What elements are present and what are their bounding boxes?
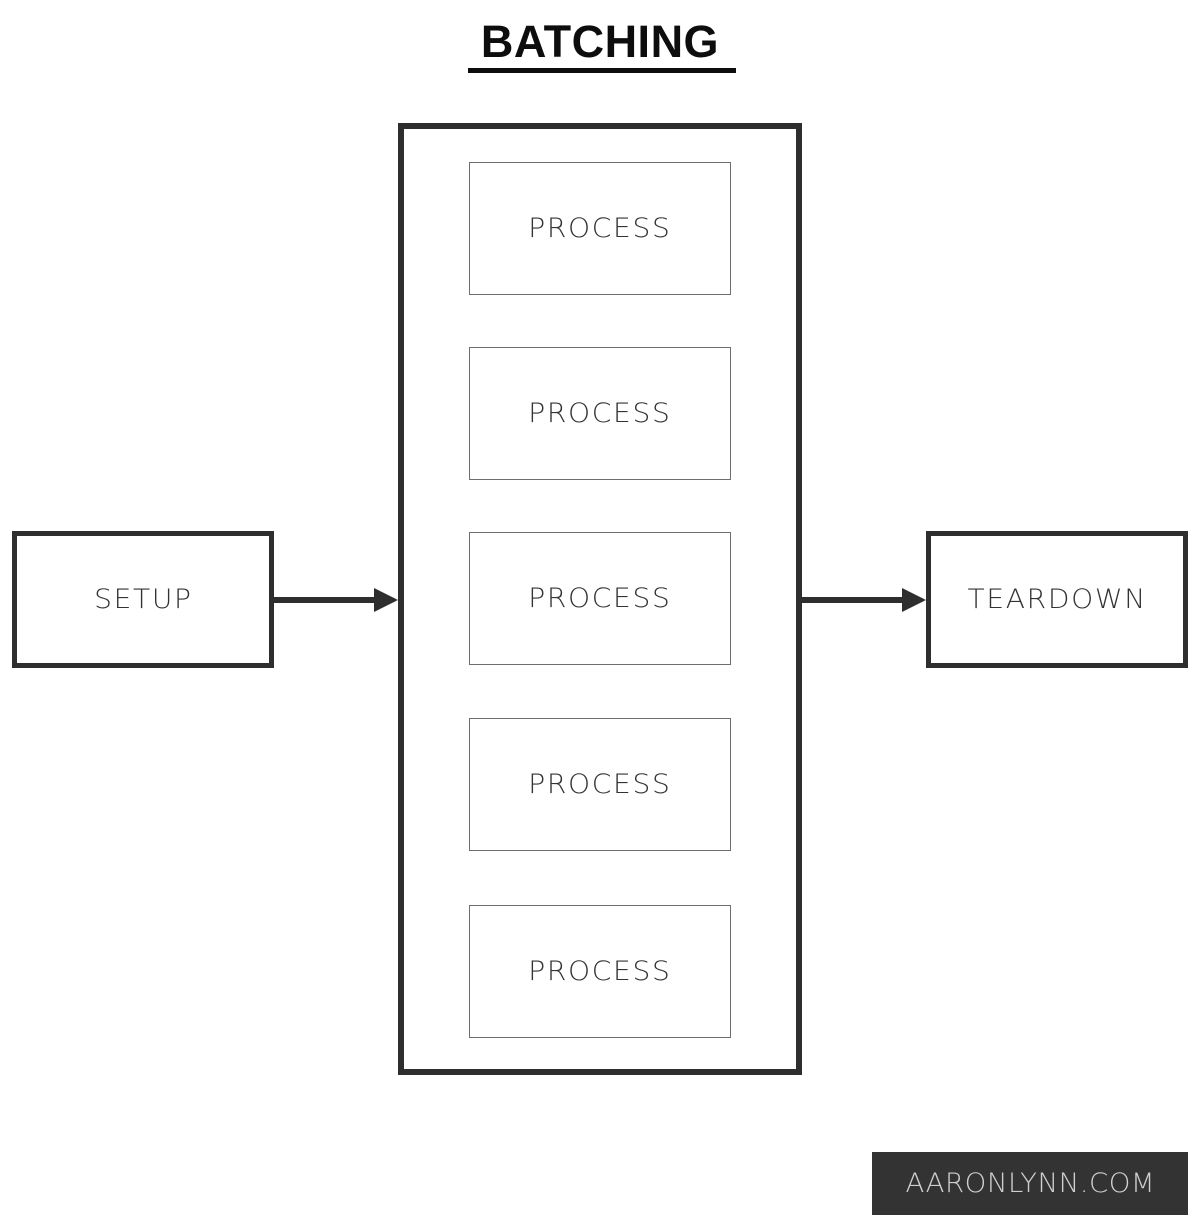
watermark-text: AARONLYNN.COM bbox=[905, 1168, 1155, 1199]
node-process-label: PROCESS bbox=[528, 956, 672, 987]
process-list: PROCESS PROCESS PROCESS PROCESS PROCESS bbox=[404, 129, 796, 1069]
arrow-setup-to-batch bbox=[274, 585, 400, 615]
arrow-batch-to-teardown bbox=[800, 585, 928, 615]
node-process-label: PROCESS bbox=[528, 398, 672, 429]
arrow-shaft bbox=[800, 597, 906, 603]
node-process: PROCESS bbox=[469, 532, 731, 665]
watermark: AARONLYNN.COM bbox=[872, 1152, 1188, 1215]
node-setup-label: SETUP bbox=[93, 584, 193, 615]
node-process: PROCESS bbox=[469, 905, 731, 1038]
node-process: PROCESS bbox=[469, 347, 731, 480]
page-title: BATCHING bbox=[480, 16, 720, 67]
node-process: PROCESS bbox=[469, 718, 731, 851]
node-teardown-label: TEARDOWN bbox=[967, 584, 1147, 615]
node-process-label: PROCESS bbox=[528, 583, 672, 614]
node-process: PROCESS bbox=[469, 162, 731, 295]
arrow-shaft bbox=[274, 597, 378, 603]
title-underline bbox=[468, 68, 736, 73]
arrow-head-icon bbox=[902, 588, 926, 612]
node-process-label: PROCESS bbox=[528, 213, 672, 244]
arrow-head-icon bbox=[374, 588, 398, 612]
node-setup: SETUP bbox=[12, 531, 274, 668]
batch-container: PROCESS PROCESS PROCESS PROCESS PROCESS bbox=[398, 123, 802, 1075]
node-teardown: TEARDOWN bbox=[926, 531, 1188, 668]
node-process-label: PROCESS bbox=[528, 769, 672, 800]
